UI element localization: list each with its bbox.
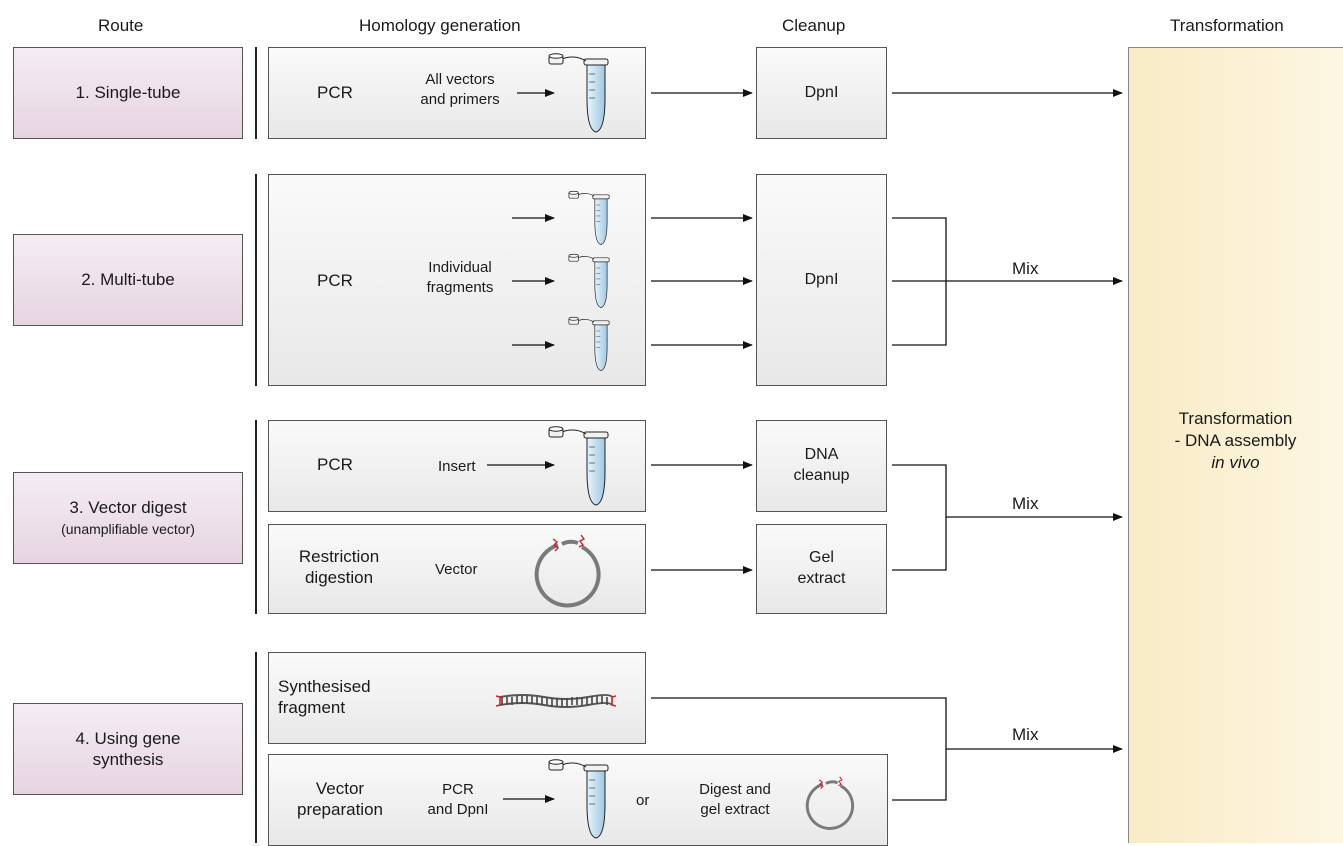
tube-icon (548, 759, 609, 839)
route-multi-tube: 2. Multi-tube (13, 234, 243, 326)
mix-label: Mix (1012, 725, 1039, 744)
option-digest-gel: Digest and gel extract (680, 780, 790, 819)
transformation-panel (1128, 47, 1343, 843)
note-line: and primers (420, 90, 500, 108)
cleanup-dpni-route1: DpnI (756, 47, 887, 139)
tube-icon (548, 426, 609, 506)
transformation-line: Transformation (1178, 409, 1293, 428)
tube-icon (568, 190, 610, 246)
route-single-tube: 1. Single-tube (13, 47, 243, 139)
separator-route2 (255, 174, 257, 386)
transformation-line-italic: in vivo (1211, 453, 1260, 473)
header-cleanup: Cleanup (782, 16, 846, 35)
separator-route1 (255, 47, 257, 139)
header-homology: Homology generation (359, 16, 521, 35)
plasmid-icon (805, 775, 855, 830)
route-label-line2: synthesis (92, 750, 164, 769)
method-restriction-digestion: Restriction digestion (286, 546, 392, 589)
synthesised-fragment-icon (495, 694, 617, 708)
route-vector-digest: 3. Vector digest (unamplifiable vector) (13, 472, 243, 564)
note-line: fragments (426, 278, 494, 296)
route2-arrows (512, 214, 1123, 349)
note-line: Individual (428, 259, 492, 276)
tube-icon (548, 53, 609, 133)
plasmid-icon (534, 533, 601, 608)
cleanup-line: Gel (809, 549, 834, 567)
note-all-vectors: All vectors and primers (410, 70, 510, 109)
tube-icon (568, 253, 610, 309)
method-synthesised-fragment: Synthesised fragment (278, 676, 404, 719)
cleanup-line: DNA (804, 446, 839, 464)
option-line: gel extract (700, 800, 770, 818)
method-pcr: PCR (317, 455, 353, 474)
homology-box-route2 (268, 174, 646, 386)
route-label: 1. Single-tube (75, 83, 181, 103)
mix-label: Mix (1012, 259, 1039, 278)
route-sublabel: (unamplifiable vector) (61, 521, 195, 537)
method-line: fragment (278, 698, 346, 718)
option-or: or (636, 792, 650, 809)
route3-arrows (487, 461, 1123, 574)
separator-route4 (255, 652, 257, 843)
option-pcr-dpni: PCR and DpnI (418, 780, 498, 819)
homology-box-route4-vector (268, 754, 888, 846)
option-line: and DpnI (427, 800, 489, 818)
transformation-text: Transformation - DNA assembly in vivo (1128, 408, 1343, 474)
homology-box-route1 (268, 47, 646, 139)
route-label: 2. Multi-tube (81, 270, 175, 290)
method-line: Restriction (298, 547, 380, 566)
cleanup-line: extract (797, 570, 846, 587)
route4-arrows (503, 697, 1123, 803)
cleanup-label: DpnI (804, 83, 839, 101)
cleanup-label: DpnI (804, 270, 839, 288)
tube-icon (568, 316, 610, 372)
note-individual-fragments: Individual fragments (410, 258, 510, 297)
header-transformation: Transformation (1170, 16, 1284, 35)
transformation-line: - DNA assembly (1174, 431, 1297, 451)
option-line: PCR (442, 781, 474, 798)
method-vector-preparation: Vector preparation (282, 778, 398, 821)
cleanup-dpni-route2: DpnI (756, 174, 887, 386)
cleanup-dna-cleanup: DNA cleanup (756, 420, 887, 512)
note-line: All vectors (425, 71, 495, 88)
route-label: 3. Vector digest (69, 497, 187, 517)
method-line: Vector (315, 779, 365, 798)
cleanup-line: cleanup (793, 467, 850, 484)
homology-box-route3-pcr (268, 420, 646, 512)
header-route: Route (98, 16, 144, 35)
note-vector: Vector (435, 561, 478, 578)
method-pcr: PCR (317, 83, 353, 102)
method-line: Synthesised (278, 677, 371, 696)
mix-label: Mix (1012, 494, 1039, 513)
option-line: Digest and (699, 781, 771, 798)
method-line: preparation (296, 800, 383, 820)
route-gene-synthesis: 4. Using gene synthesis (13, 703, 243, 795)
method-line: digestion (304, 568, 374, 588)
separator-route3 (255, 420, 257, 614)
cleanup-gel-extract: Gel extract (756, 524, 887, 614)
note-insert: Insert (438, 458, 476, 475)
method-pcr: PCR (317, 271, 353, 290)
route-label-line1: 4. Using gene (75, 728, 181, 748)
